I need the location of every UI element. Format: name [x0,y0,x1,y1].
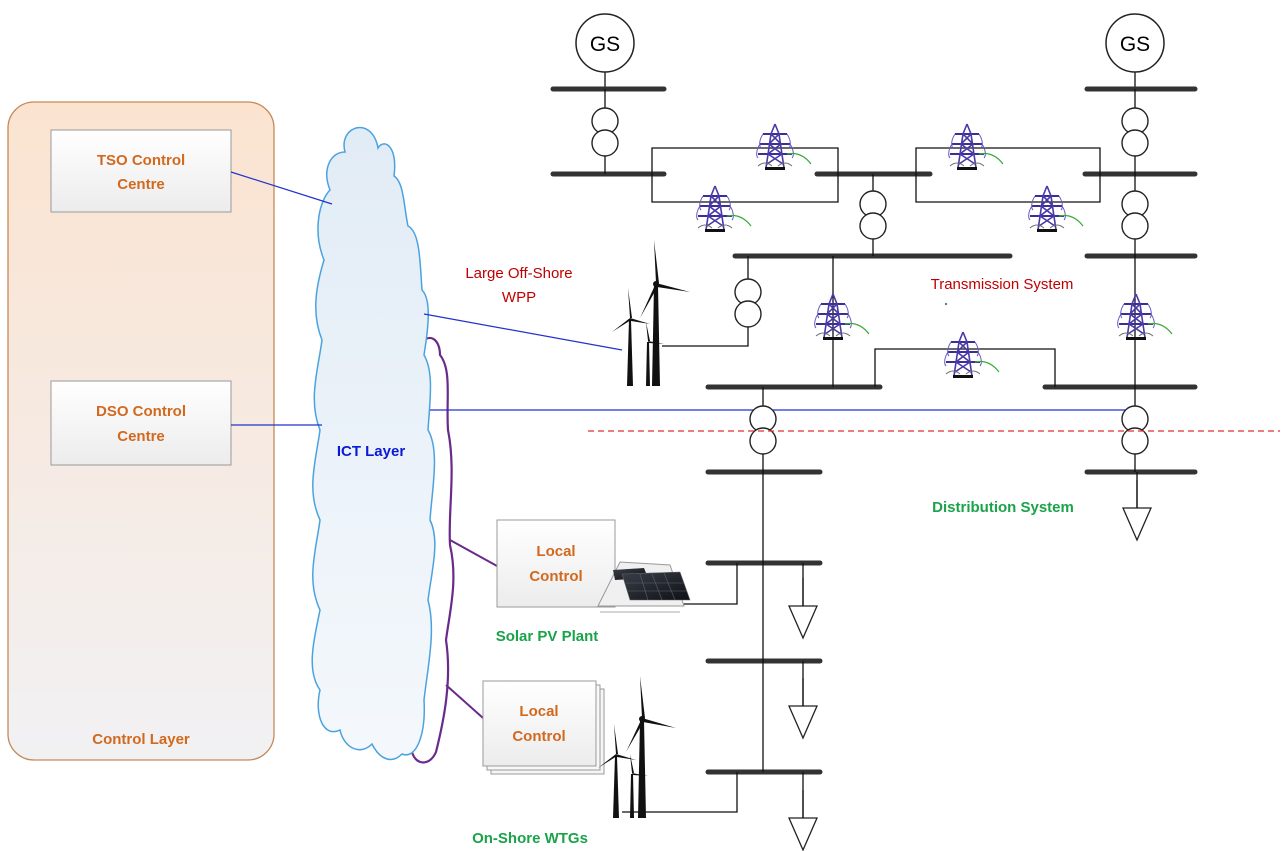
distribution-system-label: Distribution System [932,499,1074,516]
pv-local-control-line2: Control [529,568,582,585]
pv-local-link [449,539,498,567]
solar-panel-icon [597,561,691,613]
control-layer-title: Control Layer [92,731,190,748]
local-control-wtg-box: Local Control [482,680,605,775]
ict-layer-label: ICT Layer [337,443,406,460]
generator-right: GS [1105,13,1165,89]
wtg-local-link [445,684,484,719]
generator-right-label: GS [1120,33,1150,56]
distribution-network: Distribution System [622,472,1152,851]
tso-control-centre-box: TSO Control Centre [50,129,232,213]
pv-local-control-line1: Local [536,543,575,560]
onshore-wtgs-label: On-Shore WTGs [472,830,588,847]
dso-label-line2: Centre [117,428,165,445]
ict-cloud: ICT Layer [311,126,436,761]
substation-transformer-right [1121,405,1149,455]
generator-left-label: GS [590,33,620,56]
wpp-ict-link [423,313,623,351]
tower-3 [947,123,1004,171]
buses [550,86,1198,775]
substation-transformer-left [749,405,777,455]
tower-2 [695,185,752,233]
wtg-local-control-line1: Local [519,703,558,720]
transformer-right-mid [1121,190,1149,240]
tower-1 [755,123,812,171]
transformer-gen-left [591,107,619,157]
offshore-wpp-label-line1: Large Off-Shore [465,265,572,282]
generator-left: GS [575,13,635,89]
transmission-system-label: Transmission System [931,276,1074,293]
tso-label-line1: TSO Control [97,152,185,169]
substation [588,387,1280,472]
transmission-wiring: Transmission System [591,89,1173,387]
transformer-wpp [734,278,762,328]
tower-7 [943,331,1000,379]
tso-ict-link [230,171,333,205]
local-control-pv-box: Local Control [496,519,616,608]
dso-label-line1: DSO Control [96,403,186,420]
wtg-local-control-line2: Control [512,728,565,745]
transformer-middle [859,190,887,240]
local-control-links [445,539,498,719]
onshore-wtg-icon [598,676,676,818]
tower-4 [1027,185,1084,233]
offshore-wpp-label-line2: WPP [502,289,536,306]
dso-control-centre-box: DSO Control Centre [50,380,232,466]
transformer-gen-right [1121,107,1149,157]
tower-6 [1116,293,1173,341]
offshore-wpp: Large Off-Shore WPP [465,240,690,386]
tso-label-line2: Centre [117,176,165,193]
ict-links [230,171,1134,426]
solar-pv-plant-label: Solar PV Plant [496,628,599,645]
tower-5 [813,293,870,341]
